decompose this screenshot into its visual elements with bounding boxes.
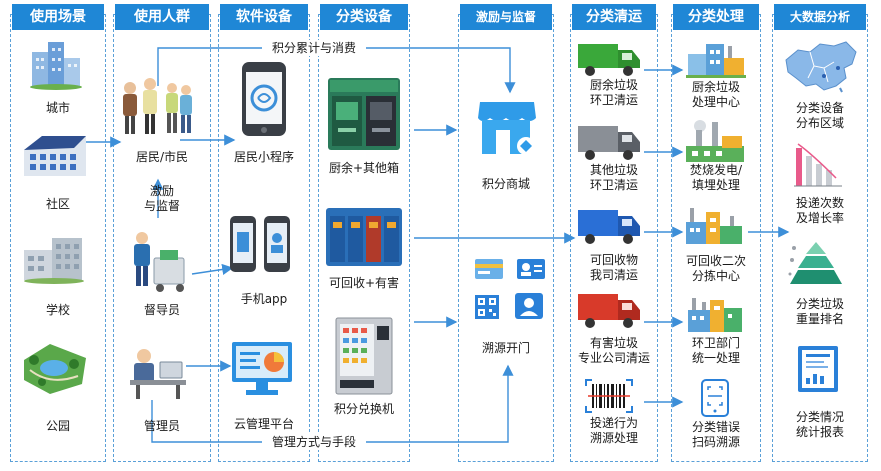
equipment-kitchen-other-label: 厨余+其他箱 — [328, 161, 400, 175]
recyclable-hazardous-bin-icon — [324, 206, 404, 272]
gray-truck-icon — [576, 122, 642, 166]
header-incentive: 激励与监督 — [460, 4, 552, 30]
collection-hazardous-label: 有害垃圾 专业公司清运 — [577, 336, 650, 365]
residents-icon — [118, 74, 194, 142]
people-incentive-label: 激励 与监督 — [143, 184, 180, 213]
software-mobile-app-label: 手机app — [240, 292, 288, 306]
points-exchange-machine-icon — [334, 316, 394, 400]
processing-sanitation-label: 环卫部门 统一处理 — [691, 336, 740, 365]
mobile-app-phones-icon — [228, 214, 294, 278]
points-mall-store-icon — [476, 96, 538, 162]
collection-recyclable-label: 可回收物 我司清运 — [589, 253, 638, 282]
china-map-icon — [780, 38, 860, 100]
software-mini-program-label: 居民小程序 — [233, 150, 294, 164]
community-icon — [22, 130, 88, 184]
red-truck-icon — [576, 290, 642, 334]
people-supervisor-label: 督导员 — [143, 303, 180, 317]
incentive-points-mall-label: 积分商城 — [481, 177, 530, 191]
sanitation-dept-icon — [682, 290, 746, 338]
collection-kitchen-label: 厨余垃圾 环卫清运 — [589, 78, 638, 107]
scene-city-label: 城市 — [45, 101, 70, 115]
header-big-data: 大数据分析 — [774, 4, 866, 30]
green-truck-icon — [576, 40, 642, 82]
face-card-icon — [516, 258, 546, 284]
processing-scan-label: 分类错误 扫码溯源 — [691, 420, 740, 449]
bigdata-weight-label: 分类垃圾 重量排名 — [795, 297, 844, 326]
id-card-icon — [474, 258, 504, 284]
growth-bar-chart-icon — [792, 138, 844, 192]
face-scan-icon — [514, 292, 544, 324]
statistics-report-icon — [796, 344, 840, 398]
cloud-platform-monitor-icon — [230, 340, 294, 402]
people-admin-label: 管理员 — [143, 419, 180, 433]
incentive-traceable-door-label: 溯源开门 — [481, 341, 530, 355]
blue-truck-icon — [576, 206, 642, 250]
header-software: 软件设备 — [220, 4, 308, 30]
mini-program-phone-icon — [240, 60, 288, 142]
header-equipment: 分类设备 — [320, 4, 408, 30]
school-icon — [22, 232, 86, 288]
collection-trace-label: 投递行为 溯源处理 — [589, 416, 638, 445]
recycling-center-icon — [682, 204, 746, 250]
scene-school-label: 学校 — [45, 303, 70, 317]
scene-community-label: 社区 — [45, 197, 70, 211]
header-collection: 分类清运 — [572, 4, 656, 30]
software-cloud-label: 云管理平台 — [233, 417, 294, 431]
supervisor-icon — [124, 228, 190, 298]
bigdata-distribution-label: 分类设备 分布区域 — [795, 101, 844, 130]
processing-secondary-label: 可回收二次 分拣中心 — [685, 254, 746, 283]
kitchen-other-bin-icon — [326, 76, 402, 156]
weight-pyramid-icon — [788, 238, 844, 290]
scan-phone-icon — [700, 378, 730, 422]
equipment-points-machine-label: 积分兑换机 — [333, 402, 394, 416]
qr-code-icon — [474, 294, 500, 324]
flow-label-points: 积分累计与消费 — [271, 41, 356, 55]
header-scenes: 使用场景 — [12, 4, 104, 30]
kitchen-plant-icon — [684, 38, 748, 82]
barcode-icon — [584, 378, 634, 418]
processing-incineration-label: 焚烧发电/ 填埋处理 — [689, 163, 743, 192]
park-icon — [20, 340, 90, 400]
admin-icon — [122, 344, 190, 404]
bigdata-growth-label: 投递次数 及增长率 — [795, 196, 844, 225]
processing-kitchen-label: 厨余垃圾 处理中心 — [691, 80, 740, 109]
flow-label-management: 管理方式与手段 — [271, 435, 356, 449]
header-people: 使用人群 — [115, 4, 209, 30]
header-processing: 分类处理 — [673, 4, 759, 30]
equipment-recyclable-hazardous-label: 可回收+有害 — [328, 276, 400, 290]
scene-park-label: 公园 — [45, 419, 70, 433]
city-icon — [28, 38, 84, 94]
people-resident-label: 居民/市民 — [135, 150, 189, 164]
bigdata-report-label: 分类情况 统计报表 — [795, 410, 844, 439]
incineration-plant-icon — [682, 118, 748, 168]
collection-other-label: 其他垃圾 环卫清运 — [589, 163, 638, 192]
